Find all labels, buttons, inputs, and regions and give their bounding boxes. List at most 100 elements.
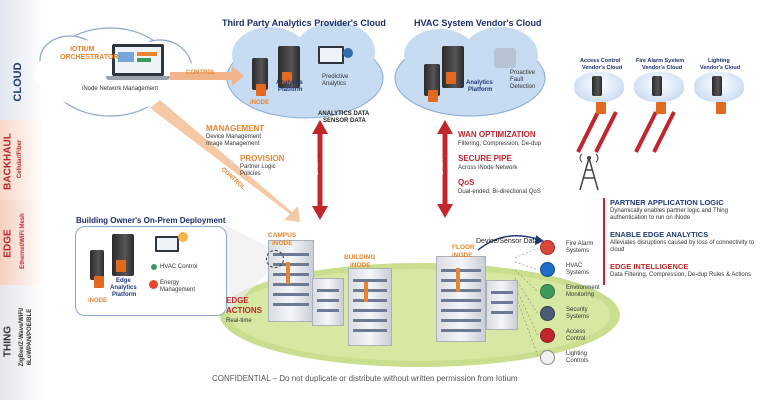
- hvac-platform-1: Analytics: [466, 80, 493, 86]
- hvac-server: [442, 46, 464, 88]
- vendor-fire-l2: Vendor's Cloud: [642, 65, 683, 71]
- sys-env-l2: Monitoring: [566, 292, 595, 298]
- provision-title: PROVISION: [240, 154, 285, 163]
- sys-lighting-l1: Lighting: [566, 351, 588, 357]
- floor-inode-bar: [456, 268, 460, 292]
- fault-2: Fault: [510, 77, 524, 83]
- sys-hvac-l1: HVAC: [566, 263, 583, 269]
- predictive-2: Analytics: [322, 81, 347, 87]
- vendor-lighting-l2: Vendor's Cloud: [700, 65, 741, 71]
- hvac-cloud-title: HVAC System Vendor's Cloud: [414, 18, 542, 28]
- hvac-platform-2: Platform: [468, 87, 493, 93]
- provision-l1: Partner Logic: [240, 164, 276, 170]
- hvac-systems-icon: [540, 262, 555, 277]
- vendor-lighting-server: [712, 76, 726, 114]
- onprem-hvac: HVAC Control: [160, 264, 198, 270]
- sys-access-l1: Access: [566, 329, 586, 335]
- sys-security-l2: Systems: [566, 314, 590, 320]
- sys-fire-l2: Systems: [566, 248, 590, 254]
- data-label-right: DATA: [438, 159, 445, 175]
- analytics-data-l1: ANALYTICS DATA: [318, 111, 370, 117]
- onprem-energy-1: Energy: [160, 280, 180, 286]
- sys-lighting-l2: Controls: [566, 358, 589, 364]
- provision-l2: Policies: [240, 171, 261, 177]
- sys-fire-l1: Fire Alarm: [566, 241, 594, 247]
- edge-actions-sub: Real-time: [226, 318, 252, 324]
- edge-actions-l1: EDGE: [226, 296, 249, 305]
- floor-l2: iNODE: [452, 252, 473, 259]
- management-title: MANAGEMENT: [206, 124, 265, 133]
- sys-security-l1: Security: [566, 307, 588, 313]
- environment-icon: [540, 284, 555, 299]
- vendor-access-server: [592, 76, 606, 114]
- building-l1: BUILDING: [344, 254, 376, 261]
- edge-analytics-title: ENABLE EDGE ANALYTICS: [610, 230, 709, 239]
- onprem-platform-2: Analytics: [110, 285, 137, 291]
- wan-title: WAN OPTIMIZATION: [458, 130, 536, 139]
- vendor-fire-l1: Fire Alarm System: [636, 58, 685, 64]
- third-party-cloud-title: Third Party Analytics Provider's Cloud: [222, 18, 386, 28]
- edge-actions-l2: ACTIONS: [226, 306, 262, 315]
- hvac-inode-server: [424, 64, 440, 102]
- lighting-icon: [540, 350, 555, 365]
- secure-title: SECURE PIPE: [458, 154, 512, 163]
- third-party-platform-2: Platform: [278, 87, 303, 93]
- access-control-icon: [540, 328, 555, 343]
- edge-intelligence-title: EDGE INTELLIGENCE: [610, 262, 689, 271]
- orchestrator-sub: iNode Network Management: [82, 86, 159, 92]
- management-l1: Device Management: [206, 134, 262, 140]
- building-inode-bar: [364, 282, 368, 302]
- orchestrator-laptop-base: [106, 76, 170, 80]
- fire-alarm-icon: [540, 240, 555, 255]
- wan-sub: Filtering, Compression, De-dup: [458, 141, 542, 147]
- management-l2: Image Management: [206, 141, 260, 147]
- orchestrator-title-1: IOTIUM: [70, 46, 95, 53]
- orchestrator-laptop: [112, 44, 164, 76]
- data-label-left: DATA: [313, 159, 320, 175]
- sys-access-l2: Control: [566, 336, 586, 342]
- predictive-person-icon: [343, 48, 353, 58]
- vendor-fire-server: [652, 76, 666, 114]
- onprem-server: [112, 234, 134, 276]
- security-icon: [540, 306, 555, 321]
- campus-l1: CAMPUS: [268, 232, 297, 239]
- onprem-title: Building Owner's On-Prem Deployment: [76, 216, 226, 225]
- hvac-control-icon: [151, 264, 157, 270]
- vendor-access-l1: Access Control: [580, 58, 621, 64]
- orchestrator-title-2: ORCHESTRATOR: [60, 54, 119, 61]
- onprem-energy-2: Management: [160, 287, 196, 293]
- fault-3: Detection: [510, 84, 536, 90]
- building-tower-mid: [348, 268, 392, 346]
- secure-sub: Across iNode Network: [458, 165, 518, 171]
- fault-1: Proactive: [510, 70, 536, 76]
- onprem-laptop-icon: [155, 236, 179, 252]
- confidential-footer: CONFIDENTIAL – Do not duplicate or distr…: [212, 374, 518, 383]
- onprem-platform-1: Edge: [116, 278, 131, 284]
- partner-logic-title: PARTNER APPLICATION LOGIC: [610, 198, 724, 207]
- floor-building: [436, 256, 486, 342]
- onprem-person-icon: [178, 232, 188, 242]
- building-l2: iNODE: [350, 262, 371, 269]
- sys-env-l1: Environment: [566, 285, 600, 291]
- edge-intelligence-sub: Data Filtering, Compression, De-dup Rule…: [610, 272, 752, 278]
- edge-analytics-sub: Alleviates disruptions caused by loss of…: [610, 240, 755, 253]
- vendor-access-l2: Vendor's Cloud: [582, 65, 623, 71]
- onprem-inode-label: iNODE: [88, 298, 108, 304]
- campus-dotted-circle: [266, 250, 284, 268]
- predictive-1: Predictive: [322, 74, 349, 80]
- qos-sub: Dual-ended, Bi-directional QoS: [458, 189, 541, 195]
- analytics-data-l2: SENSOR DATA: [323, 118, 366, 124]
- control-label-top: CONTROL: [186, 70, 216, 76]
- floor-l1: FLOOR: [452, 244, 475, 251]
- layer-bands: [0, 0, 44, 400]
- third-party-platform-1: Analytics: [276, 80, 303, 86]
- onprem-platform-3: Platform: [112, 292, 137, 298]
- predictive-laptop-icon: [318, 46, 344, 64]
- campus-l2: iNODE: [272, 240, 293, 247]
- sys-hvac-l2: Systems: [566, 270, 590, 276]
- onprem-inode-server: [90, 250, 104, 288]
- small-building-left: [312, 278, 344, 326]
- partner-logic-sub: Dynamically enables partner logic and Th…: [610, 208, 728, 221]
- cell-tower-icon: [579, 153, 599, 191]
- third-party-inode-server: [252, 58, 268, 96]
